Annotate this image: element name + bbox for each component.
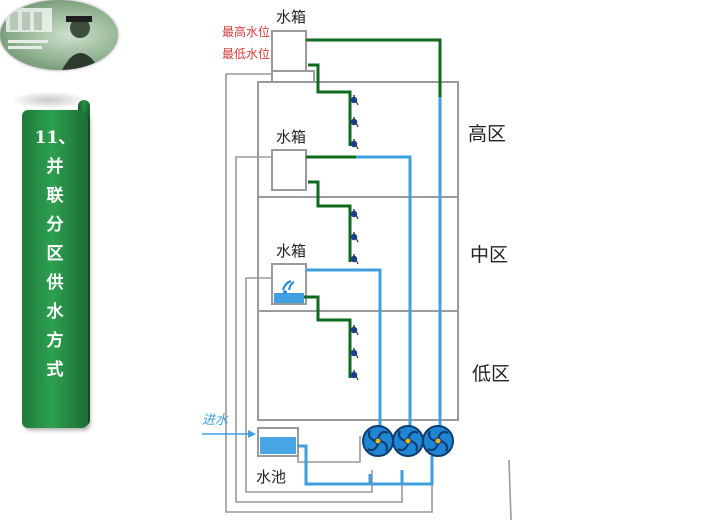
title-banner — [22, 110, 88, 428]
faucet-icon — [350, 370, 359, 381]
tank-top-label: 水箱 — [276, 8, 306, 26]
zone-low-label: 低区 — [472, 363, 510, 385]
green-distribution-pipes — [304, 38, 442, 378]
pump-icon — [362, 425, 394, 457]
zone-mid-label: 中区 — [470, 244, 508, 266]
zone-high-label: 高区 — [468, 123, 506, 145]
faucet-icon — [350, 209, 359, 220]
float-valve-icon — [282, 280, 295, 294]
min-level-label: 最低水位 — [222, 46, 270, 61]
blue-riser-pipes — [298, 97, 442, 486]
faucet-group — [350, 95, 359, 381]
faucet-icon — [350, 348, 359, 359]
school-logo — [0, 0, 118, 70]
pump-group — [362, 425, 454, 457]
pump-icon — [422, 425, 454, 457]
pool-label: 水池 — [256, 468, 286, 486]
tank-top — [271, 30, 307, 72]
inlet-label: 进水 — [202, 413, 229, 428]
faucet-icon — [350, 254, 359, 265]
tank-middle-label: 水箱 — [276, 128, 306, 146]
banner-title: 11、 并 联 分 区 供 水 方 式 — [34, 128, 76, 380]
faucet-icon — [350, 117, 359, 128]
faucet-icon — [350, 95, 359, 106]
pool — [257, 427, 299, 457]
faucet-icon — [350, 325, 359, 336]
tank-middle — [271, 149, 307, 191]
logo-shadow — [14, 92, 84, 108]
tank-low-label: 水箱 — [276, 242, 306, 260]
pump-icon — [392, 425, 424, 457]
faucet-icon — [350, 232, 359, 243]
tank-low-water — [274, 293, 304, 303]
faucet-icon — [350, 139, 359, 150]
inlet-arrow — [202, 430, 256, 438]
max-level-label: 最高水位 — [222, 24, 270, 39]
